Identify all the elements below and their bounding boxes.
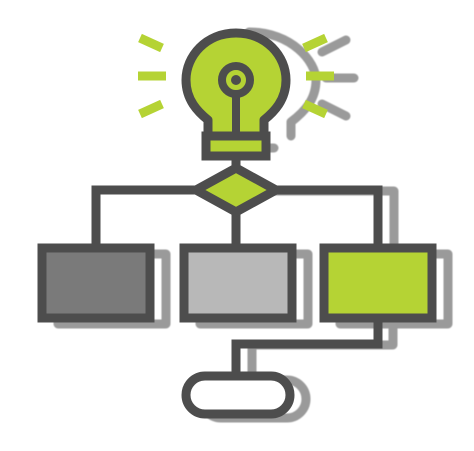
connector-line <box>91 185 196 248</box>
terminal-group <box>181 371 295 419</box>
process-box-middle <box>179 243 297 323</box>
ray-shadow <box>317 99 351 121</box>
process-box-right <box>319 243 437 323</box>
filament-dot <box>231 75 241 85</box>
light-ray-icon <box>302 99 328 119</box>
light-ray-icon <box>138 99 164 119</box>
connector-line <box>231 318 383 376</box>
ray-shadow <box>317 35 351 57</box>
process-box-left <box>37 243 155 323</box>
terminal-pill <box>181 371 295 419</box>
lightbulb-group <box>181 28 291 170</box>
bulb-base <box>201 131 271 161</box>
connector-line <box>274 185 383 248</box>
light-ray-icon <box>302 33 328 53</box>
process-boxes <box>37 243 437 323</box>
decision-diamond-group <box>186 162 286 218</box>
light-rays <box>138 33 334 119</box>
flowchart-connectors <box>91 185 383 376</box>
light-ray-icon <box>138 33 164 53</box>
decision-diamond <box>186 162 286 218</box>
